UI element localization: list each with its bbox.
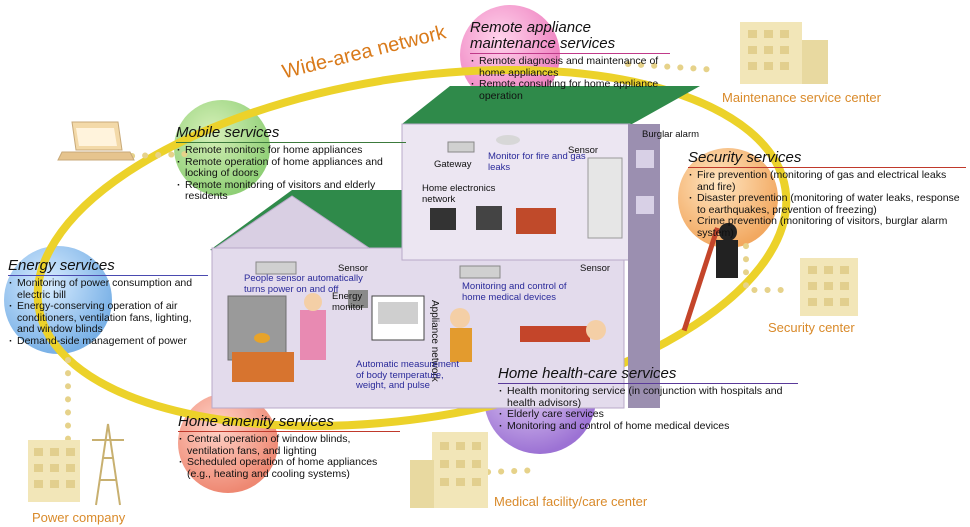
home-amenity-services: Home amenity services Central operation … bbox=[178, 414, 400, 480]
mobile-services-item: Remote monitors for home appliances bbox=[176, 144, 406, 157]
maintenance-center-building bbox=[740, 22, 828, 84]
security-services-item: Disaster prevention (monitoring of water… bbox=[688, 192, 966, 216]
burglar-alarm-label: Burglar alarm bbox=[642, 129, 700, 140]
health-services-title: Home health-care services bbox=[498, 366, 798, 384]
security-center-building bbox=[800, 258, 858, 316]
connector-medical bbox=[485, 467, 543, 475]
security-center-label: Security center bbox=[768, 320, 855, 335]
mobile-services-title: Mobile services bbox=[176, 125, 406, 143]
remote-services-item: Remote diagnosis and maintenance of home… bbox=[470, 55, 680, 79]
mobile-services-item: Remote operation of home appliances and … bbox=[176, 156, 406, 180]
medical-center-building bbox=[410, 432, 488, 508]
health-services-item: Elderly care services bbox=[498, 408, 798, 421]
security-services-title: Security services bbox=[688, 150, 966, 168]
amenity-services-item: Central operation of window blinds, vent… bbox=[178, 433, 400, 457]
monitor-fire-label: Monitor for fire and gas leaks bbox=[488, 151, 586, 173]
home-network-label: Home electronics network bbox=[422, 183, 496, 205]
gateway-label: Gateway bbox=[434, 159, 472, 170]
power-company-building bbox=[28, 440, 80, 502]
security-services-item: Fire prevention (monitoring of gas and e… bbox=[688, 169, 966, 193]
health-services-item: Health monitoring service (in conjunctio… bbox=[498, 385, 798, 409]
power-company-label: Power company bbox=[32, 510, 126, 525]
energy-services: Energy services Monitoring of power cons… bbox=[8, 258, 208, 347]
health-services-item: Monitoring and control of home medical d… bbox=[498, 420, 798, 433]
energy-services-item: Energy-conserving operation of air condi… bbox=[8, 300, 208, 336]
remote-maintenance-services: Remote appliance maintenance services Re… bbox=[470, 20, 680, 102]
medical-center-label: Medical facility/care center bbox=[494, 494, 648, 509]
mobile-services: Mobile services Remote monitors for home… bbox=[176, 125, 406, 203]
amenity-services-item: Scheduled operation of home appliances (… bbox=[178, 456, 400, 480]
house bbox=[210, 86, 738, 409]
power-tower-icon bbox=[92, 423, 124, 506]
remote-services-item: Remote consulting for home appliance ope… bbox=[470, 78, 680, 102]
people-sensor-label: People sensor automatically turns power … bbox=[244, 273, 363, 295]
connector-security bbox=[743, 243, 793, 293]
sensor-top-label: Sensor bbox=[568, 145, 599, 156]
sensor-right-label: Sensor bbox=[580, 263, 611, 274]
auto-measure-label: Automatic measurement of body temperatur… bbox=[356, 359, 459, 391]
energy-monitor-label: Energy monitor bbox=[332, 291, 364, 313]
security-services: Security services Fire prevention (monit… bbox=[688, 150, 966, 239]
energy-services-title: Energy services bbox=[8, 258, 208, 276]
sensor-left-label: Sensor bbox=[338, 263, 369, 274]
maintenance-center-label: Maintenance service center bbox=[722, 90, 881, 105]
laptop-icon bbox=[57, 121, 135, 161]
security-services-item: Crime prevention (monitoring of visitors… bbox=[688, 215, 966, 239]
remote-services-title: Remote appliance maintenance services bbox=[470, 20, 670, 54]
medical-control-label: Monitoring and control of home medical d… bbox=[462, 281, 567, 303]
energy-services-item: Monitoring of power consumption and elec… bbox=[8, 277, 208, 301]
energy-services-item: Demand-side management of power bbox=[8, 335, 208, 348]
connector-mobile bbox=[129, 151, 189, 159]
mobile-services-item: Remote monitoring of visitors and elderl… bbox=[176, 179, 406, 203]
amenity-services-title: Home amenity services bbox=[178, 414, 400, 432]
home-health-care-services: Home health-care services Health monitor… bbox=[498, 366, 798, 432]
